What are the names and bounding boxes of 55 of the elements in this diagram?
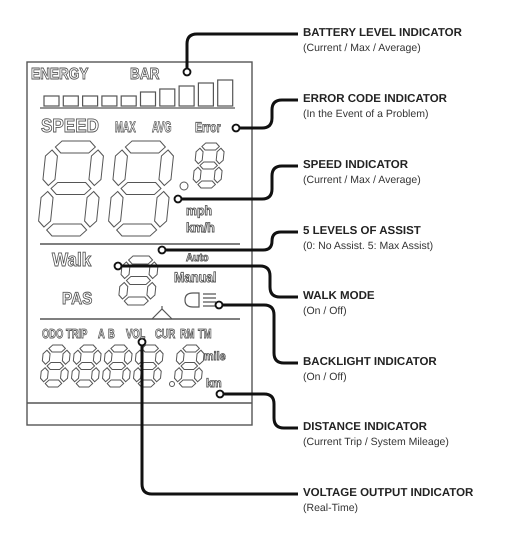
seven-segment-digit [70,344,102,388]
seven-segment-digit [40,344,71,388]
vol-segment-label: VOL [126,327,146,340]
callout-heading: DISTANCE INDICATOR [303,421,428,433]
max-segment-label: MAX [115,120,136,135]
odo-segment-label: ODO [42,327,64,340]
seven-segment-digit [38,140,104,236]
callout-heading: WALK MODE [303,290,376,302]
mode-segment-label: Auto [186,253,209,264]
seven-segment-digit [108,140,174,236]
speed-segment-label: SPEED [41,117,99,136]
leader-line [182,32,298,76]
leader-line [232,98,298,132]
callout-note: (In the Event of a Problem) [303,108,430,120]
walk-segment-label: Walk [52,251,92,270]
callout-note: (Real-Time) [303,502,360,514]
callout-heading: 5 LEVELS OF ASSIST [303,225,422,237]
callout-note: (On / Off) [303,371,348,383]
callout-note: (Current / Max / Average) [303,174,422,186]
energy-segment-label: ENERGY [31,67,88,83]
unit-segment-label: km/h [186,221,215,234]
segment-label: B [108,327,115,340]
headlight-icon [184,292,217,308]
segment-label: RM [180,327,195,340]
battery-bar-drawing [40,79,235,109]
avg-segment-label: AVG [152,120,172,135]
seven-segment-digit [174,344,205,388]
pas-segment-label: PAS [62,290,92,307]
segment-label: TM [198,327,212,340]
segment-label: A [98,327,105,340]
unit-segment-label: mph [186,204,212,217]
seven-segment-digit [192,142,225,188]
error-segment-label: Error [195,120,221,134]
cur-segment-label: CUR [155,327,176,340]
callout-heading: BACKLIGHT INDICATOR [303,356,438,368]
seven-segment-digit [118,256,158,306]
callout-heading: ERROR CODE INDICATOR [303,93,448,105]
leader-line [114,262,298,298]
callout-note: (0: No Assist. 5: Max Assist) [303,240,434,252]
leader-line [216,390,298,430]
callout-heading: SPEED INDICATOR [303,159,410,171]
leader-line [174,164,298,204]
leader-line [138,338,298,496]
seven-segment-digit [102,344,133,388]
callout-note: (On / Off) [303,305,348,317]
leader-line [214,300,298,364]
callout-note: (Current Trip / System Mileage) [303,436,450,448]
bar-segment-label: BAR [130,67,160,83]
callout-heading: BATTERY LEVEL INDICATOR [303,27,463,39]
leader-line [158,230,298,254]
seven-segment-digit [132,344,164,388]
trip-segment-label: TRIP [66,327,88,340]
callout-heading: VOLTAGE OUTPUT INDICATOR [303,487,474,499]
callout-note: (Current / Max / Average) [303,42,422,54]
mode-segment-label: Manual [174,270,216,284]
